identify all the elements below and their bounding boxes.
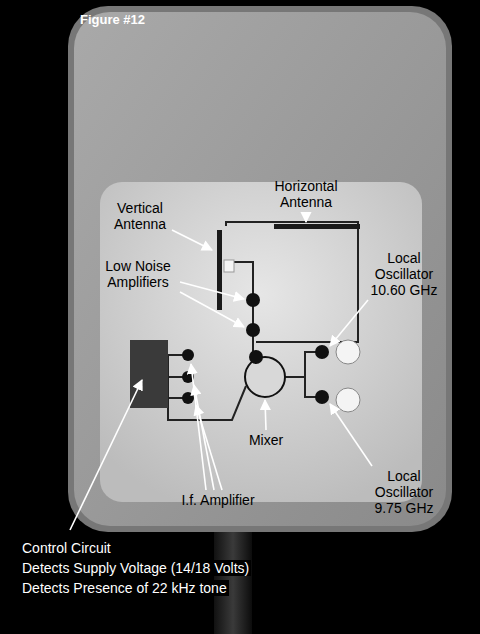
leader-lines — [70, 214, 372, 530]
note-text: Detects Presence of 22 kHz tone — [20, 580, 229, 596]
part-label: Mixer — [240, 432, 292, 448]
housing-rim — [68, 6, 452, 532]
probe-pad — [224, 260, 234, 272]
oscillator-parts — [315, 340, 360, 412]
housing-shell — [74, 12, 446, 526]
pcb-traces — [168, 222, 358, 420]
part-label: Low Noise Amplifiers — [96, 258, 180, 290]
vertical-antenna — [217, 230, 222, 310]
note-text: Control Circuit — [20, 540, 113, 556]
figure-title: Figure #12 — [80, 12, 145, 28]
mixer-ring — [245, 357, 285, 397]
part-label: Local Oscillator 10.60 GHz — [364, 250, 444, 298]
circuit-board — [100, 182, 422, 502]
part-label: I.f. Amplifier — [168, 492, 268, 508]
mount-pole — [214, 520, 252, 634]
control-chip — [130, 340, 168, 408]
mixer-dot — [249, 350, 263, 364]
part-label: Vertical Antenna — [106, 200, 174, 232]
part-label: Horizontal Antenna — [258, 178, 354, 210]
part-label: Local Oscillator 9.75 GHz — [364, 468, 444, 516]
horizontal-antenna — [274, 224, 360, 229]
note-text: Detects Supply Voltage (14/18 Volts) — [20, 560, 251, 576]
lna-dots — [246, 293, 260, 337]
